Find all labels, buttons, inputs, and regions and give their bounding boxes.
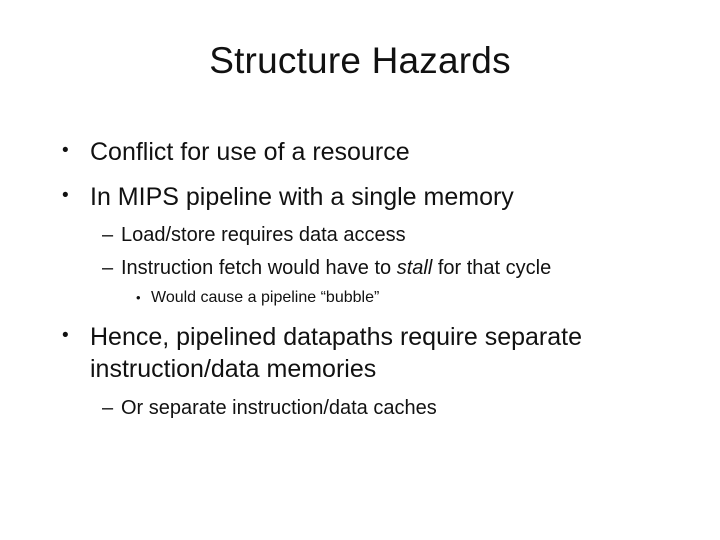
bullet-text-suffix: for that cycle <box>432 257 552 279</box>
bullet-item: – Instruction fetch would have to stall … <box>102 255 674 281</box>
bullet-marker-dot-icon: • <box>62 140 69 161</box>
bullet-item: • Would cause a pipeline “bubble” <box>136 288 674 309</box>
bullet-marker-dash-icon: – <box>102 257 114 279</box>
slide-body: • Conflict for use of a resource • In MI… <box>62 136 674 424</box>
bullet-text: In MIPS pipeline with a single memory <box>90 182 514 211</box>
bullet-text: Conflict for use of a resource <box>90 138 410 166</box>
bullet-item: – Or separate instruction/data caches <box>102 395 674 421</box>
bullet-marker-dash-icon: – <box>102 396 114 419</box>
bullet-marker-dash-icon: – <box>102 224 114 246</box>
bullet-text: Or separate instruction/data caches <box>121 396 437 419</box>
bullet-text: Instruction fetch would have to stall fo… <box>121 255 674 281</box>
bullet-item: • Hence, pipelined datapaths require sep… <box>62 321 674 386</box>
bullet-text: Load/store requires data access <box>121 224 406 246</box>
bullet-item: • Conflict for use of a resource <box>62 136 674 169</box>
slide-title: Structure Hazards <box>209 40 511 81</box>
bullet-text: Would cause a pipeline “bubble” <box>151 289 380 306</box>
bullet-item: – Load/store requires data access <box>102 222 674 248</box>
bullet-marker-dot-icon: • <box>62 184 69 206</box>
bullet-text-prefix: Instruction fetch would have to <box>121 257 397 279</box>
bullet-text: Hence, pipelined datapaths require separ… <box>90 322 583 384</box>
bullet-marker-dot-icon: • <box>136 290 141 305</box>
bullet-marker-dot-icon: • <box>62 324 69 346</box>
bullet-item: • In MIPS pipeline with a single memory <box>62 181 674 214</box>
bullet-text-emphasis: stall <box>396 257 433 279</box>
